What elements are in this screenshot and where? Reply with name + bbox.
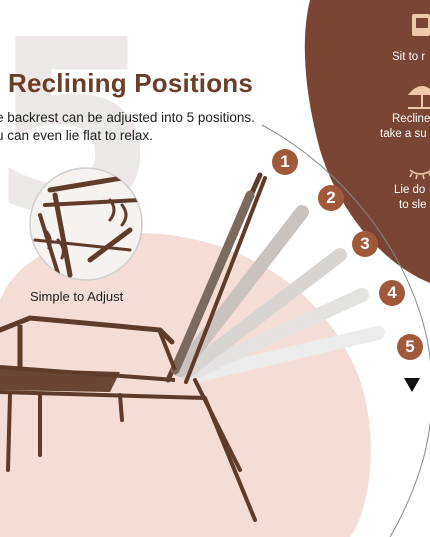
description-line-1: e backrest can be adjusted into 5 positi… <box>0 110 255 125</box>
detail-caption: Simple to Adjust <box>30 289 124 304</box>
chair-icon <box>412 14 430 36</box>
position-marker-5: 5 <box>397 334 423 360</box>
side-label-lie: Lie do to sle <box>394 184 427 211</box>
side-panel <box>304 0 430 283</box>
position-arc <box>261 124 430 471</box>
position-marker-4: 4 <box>379 280 405 306</box>
position-marker-1: 1 <box>272 149 298 175</box>
description: e backrest can be adjusted into 5 positi… <box>0 109 255 145</box>
position-marker-3: 3 <box>352 231 378 257</box>
sleep-eye-icon <box>409 169 430 180</box>
side-label-recline: Recline take a su <box>380 113 430 140</box>
description-line-2: u can even lie flat to relax. <box>0 128 153 143</box>
position-arc-tail <box>389 469 421 537</box>
position-marker-2: 2 <box>318 185 344 211</box>
page-title: Reclining Positions <box>8 68 254 98</box>
side-label-sit: Sit to r <box>392 51 426 63</box>
